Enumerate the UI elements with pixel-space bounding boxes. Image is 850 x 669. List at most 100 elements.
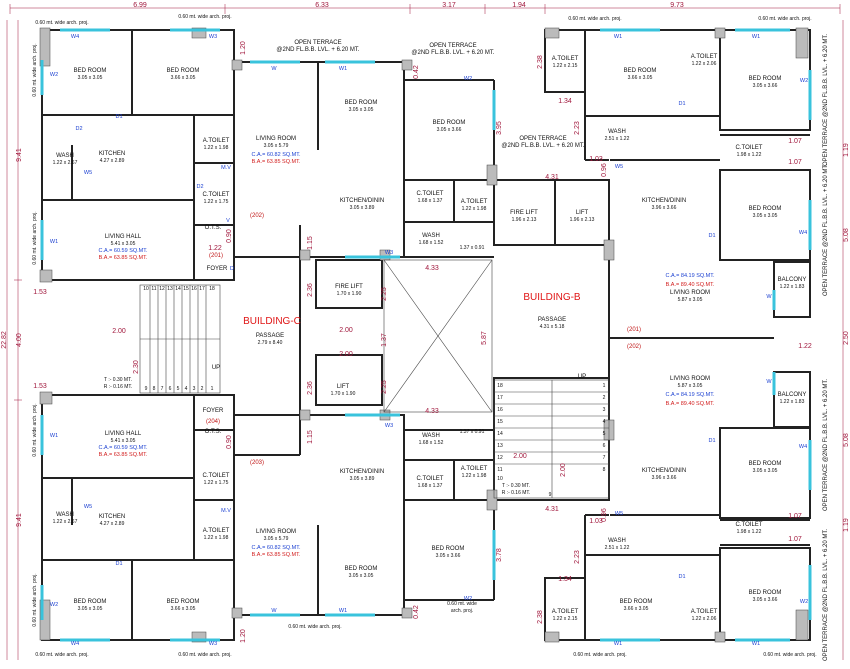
right-dim-1: 1.19 [843,143,850,157]
room-size: 3.05 x 3.66 [437,127,462,133]
open-terrace-label: OPEN TERRACE [429,43,476,49]
room-size: 1.22 x 2.67 [53,519,78,525]
built-area: B.A.= 89.40 SQ.MT. [666,401,715,407]
arch-proj-label: 0.60 mt. wide arch. proj. [178,14,231,20]
room-size: 1.22 x 1.98 [462,206,487,212]
carpet-area: C.A.= 60.82 SQ.MT. [251,545,301,551]
room-label: C.TOILET [736,522,763,528]
open-terrace-right: OPEN TERRACE @2ND FL.B.B. LVL. + 6.20 MT… [823,164,829,296]
room-label: LIVING HALL [105,431,142,437]
stair-step-number: 4 [185,386,188,392]
opening-marks: W4 W3 W2 D1 D2 W5 W1 D2 V D W1 W5 D1 W2 … [50,34,808,647]
room-size: 1.22 x 2.06 [692,61,717,67]
stair-step-number: 15 [497,419,503,425]
room-size: 1.70 x 1.90 [337,291,362,297]
open-terrace-right: OPEN TERRACE @2ND FL.B.B. LVL. + 6.20 MT… [823,34,829,166]
door-mark: D1 [678,574,685,580]
room-size: 4.27 x 2.89 [100,158,125,164]
vent-mark: V [226,218,230,224]
window-mark: W5 [615,511,623,517]
room-size: 4.31 x 5.18 [540,324,565,330]
room-size: 3.66 x 3.05 [628,75,653,81]
carpet-area: C.A.= 60.59 SQ.MT. [98,445,148,451]
room-size: 1.96 x 2.13 [570,217,595,223]
stair-building-c [139,284,221,394]
top-dim-1: 6.99 [133,2,147,9]
room-label: BED ROOM [74,68,107,74]
stair-riser-label: R :- 0.16 MT. [502,490,531,496]
room-size: 2.51 x 1.22 [605,545,630,551]
room-label: WASH [422,433,440,439]
room-size: 3.05 x 5.79 [264,536,289,542]
window-mark: W [271,66,277,72]
room-label: BED ROOM [433,120,466,126]
stair-step-number: 5 [603,431,606,437]
dim-label: 4.33 [425,265,439,272]
arch-proj-short-label: 0.60 mt. wide [447,601,477,607]
left-small-dim-1: 1.53 [33,289,47,296]
room-label: BED ROOM [749,590,782,596]
stair-step-number: 16 [497,407,503,413]
dim-label: 1.07 [788,536,802,543]
dim-label: 1.07 [788,159,802,166]
room-label: LIVING ROOM [256,136,296,142]
right-dim-4: 5.08 [843,433,850,447]
dim-label: 2.38 [537,610,544,624]
room-label: O.T.S. [205,225,222,231]
room-size: 3.05 x 3.89 [350,476,375,482]
arch-proj-vertical: 0.60 mt. wide arch. proj. [32,43,38,96]
room-label: A.TOILET [203,528,230,534]
stair-step-number: 9 [145,386,148,392]
room-label: FIRE LIFT [335,284,363,290]
stair-step-number: 3 [193,386,196,392]
right-dimension-line: 1.19 5.08 2.50 5.08 1.19 [842,20,850,660]
arch-proj-label: 0.60 mt. wide arch. proj. [288,624,341,630]
window-mark: W2 [800,599,808,605]
dim-label: 1.07 [788,513,802,520]
stair-step-number: 7 [603,455,606,461]
right-dim-3: 2.50 [843,331,850,345]
dim-label: 1.37 [381,333,388,347]
stair-step-number: 10 [497,476,503,482]
room-size: 1.98 x 1.22 [737,529,762,535]
left-small-dim-2: 1.53 [33,383,47,390]
dim-label: 1.15 [307,236,314,250]
room-size: 3.05 x 3.05 [349,107,374,113]
stair-riser-label: R :- 0.16 MT. [104,384,133,390]
dim-label: 0.90 [226,435,233,449]
door-mark: D [230,266,234,272]
room-label: BED ROOM [749,76,782,82]
open-terrace-label: OPEN TERRACE [519,136,566,142]
room-size: 1.37 x 0.91 [460,429,485,435]
dim-label: 1.07 [788,138,802,145]
stair-step-number: 12 [159,286,165,292]
room-label: BED ROOM [749,206,782,212]
room-label: A.TOILET [461,199,488,205]
room-size: 3.96 x 3.66 [652,475,677,481]
arch-proj-label: 0.60 mt. wide arch. proj. [763,652,816,658]
stair-step-number: 2 [201,386,204,392]
room-size: 3.05 x 3.66 [753,83,778,89]
room-label: O.T.S. [205,429,222,435]
room-label: FIRE LIFT [510,210,538,216]
stair-step-number: 1 [603,383,606,389]
room-size: 1.22 x 2.15 [553,616,578,622]
dim-label: 4.31 [545,174,559,181]
stair-building-b [493,379,610,499]
stair-tread-label: T :- 0.30 MT. [502,483,530,489]
room-label: LIVING ROOM [256,529,296,535]
room-label: KITCHEN/DININ [642,468,686,474]
room-label: BED ROOM [167,599,200,605]
door-mark: D1 [708,233,715,239]
left-dimension-line: 22.82 9.41 4.00 9.41 1.53 1.53 [1,20,47,660]
room-label: KITCHEN/DININ [340,198,384,204]
window-mark: W1 [614,641,622,647]
top-dim-3: 3.17 [442,2,456,9]
stair-step-number: 3 [603,407,606,413]
stair-step-number: 6 [169,386,172,392]
window-mark: W5 [615,164,623,170]
room-size: 1.22 x 1.83 [780,284,805,290]
window-mark: W [766,379,772,385]
window-mark: W3 [385,250,393,256]
room-label: A.TOILET [552,56,579,62]
